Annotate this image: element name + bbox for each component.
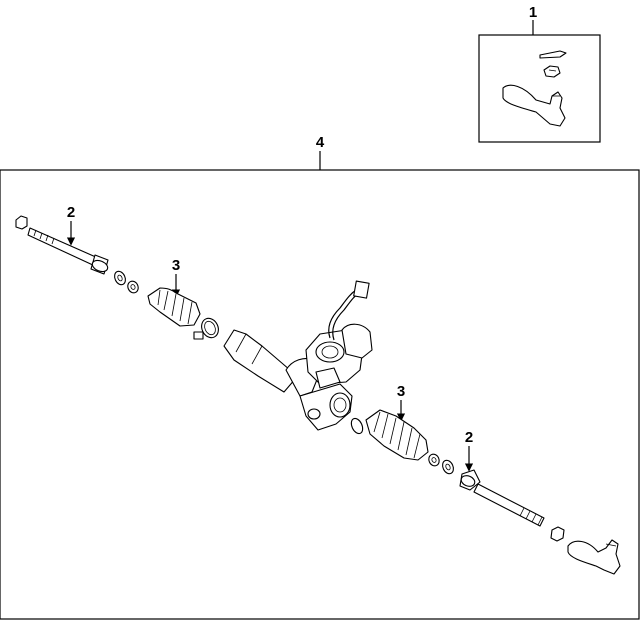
- left-lock-washer: [114, 270, 126, 286]
- tie-rod-end-inset-box: [478, 34, 601, 143]
- callout-2-right-label: 2: [465, 429, 473, 446]
- inset-castle-nut: [543, 65, 561, 78]
- inset-outer-tie-rod-end: [502, 84, 566, 127]
- right-steering-boot: [365, 409, 429, 461]
- callout-1-label: 1: [529, 4, 537, 21]
- callout-3-left-label: 3: [172, 257, 180, 274]
- right-small-clip: [428, 453, 440, 467]
- rack-housing: [223, 329, 353, 431]
- left-steering-boot: [147, 287, 201, 327]
- right-outer-tie-rod-end: [567, 539, 621, 575]
- left-small-clip: [127, 280, 139, 294]
- left-end-nut: [15, 215, 28, 230]
- left-inner-tie-rod: [27, 227, 109, 275]
- right-lock-washer: [442, 459, 454, 475]
- right-inner-tie-rod: [459, 469, 545, 527]
- inset-cotter-pin: [539, 50, 567, 59]
- right-boot-clamp: [350, 417, 364, 435]
- pinion-motor-unit: [305, 323, 373, 389]
- right-end-nut: [550, 526, 565, 542]
- motor-wiring-harness: [328, 280, 370, 341]
- callout-3-right-label: 3: [397, 383, 405, 400]
- left-boot-clamp: [193, 317, 219, 340]
- callout-4-label: 4: [316, 134, 325, 151]
- rack-assembly-box: [0, 169, 640, 620]
- callout-2-left-label: 2: [67, 204, 75, 221]
